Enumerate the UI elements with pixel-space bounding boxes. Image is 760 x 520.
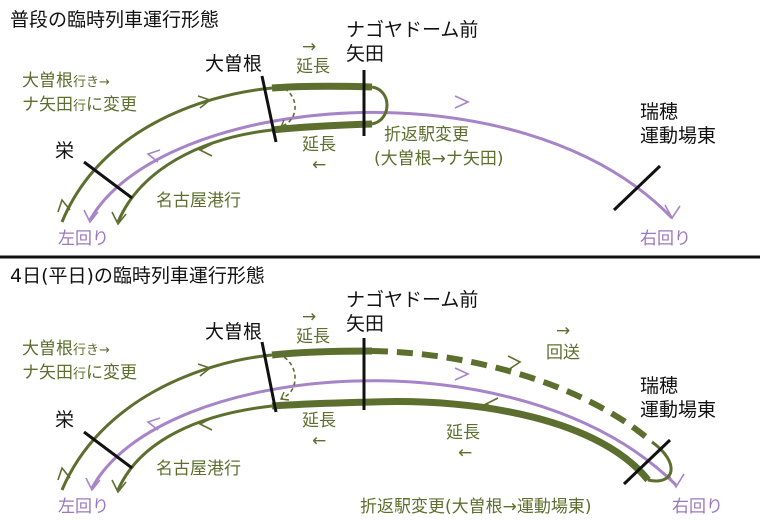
- station-tick-sakae: [83, 160, 133, 200]
- green-arrowhead: [279, 119, 290, 129]
- label-extend-right-arrow: ←: [458, 443, 472, 463]
- label-destination-change-2: ナ矢田行に変更: [22, 95, 137, 115]
- panel-title: 4日(平日)の臨時列車運行形態: [10, 265, 265, 287]
- green-direction-arrow: [57, 198, 71, 213]
- label-nagoyako-bound: 名古屋港行: [156, 459, 241, 479]
- label-turnaround-change: 折返駅変更: [384, 125, 469, 145]
- label-forwarding: 回送: [546, 343, 580, 363]
- purple-loop-line: [88, 111, 674, 221]
- green-extended-inner: [271, 120, 373, 134]
- green-direction-arrow: [198, 417, 213, 431]
- station-tick-mizuho: [622, 438, 672, 486]
- station-nagoya-dome-line2: 矢田: [346, 313, 384, 335]
- station-sakae: 栄: [55, 409, 74, 431]
- green-extended-outer: [271, 82, 373, 92]
- green-arrowhead: [279, 391, 290, 401]
- station-ozone: 大曽根: [205, 321, 262, 343]
- label-extend-bottom: 延長: [302, 135, 336, 155]
- station-sakae: 栄: [55, 140, 74, 162]
- label-right-loop: 右回り: [640, 229, 691, 249]
- label-destination-change-1: 大曽根行き→: [22, 339, 110, 359]
- purple-direction-arrow: [454, 367, 470, 381]
- label-nagoyako-bound: 名古屋港行: [156, 191, 241, 211]
- purple-direction-arrow: [146, 417, 161, 431]
- station-tick-mizuho: [612, 164, 662, 212]
- green-direction-arrow: [197, 95, 212, 109]
- green-direction-arrow: [198, 143, 213, 157]
- purple-arrowhead: [664, 204, 681, 220]
- label-forwarding-arrow: →: [556, 321, 570, 341]
- purple-arrowhead: [83, 209, 99, 224]
- station-nagoya-dome-line2: 矢田: [346, 43, 384, 65]
- station-nagoya-dome-line1: ナゴヤドーム前: [346, 19, 478, 41]
- green-outer-line: [60, 86, 273, 223]
- station-mizuho-line1: 瑞穂: [640, 101, 678, 123]
- green-arrowhead: [111, 211, 127, 226]
- green-forwarding-dashed: [371, 348, 654, 445]
- station-tick-sakae: [83, 430, 133, 470]
- green-outer-line: [60, 353, 273, 491]
- purple-arrowhead: [85, 477, 101, 492]
- green-turn-loop: [371, 85, 389, 126]
- green-direction-arrow: [507, 355, 522, 371]
- green-direction-arrow: [57, 466, 71, 481]
- label-extend-bottom-arrow: ←: [312, 431, 326, 451]
- label-left-loop: 左回り: [58, 497, 109, 517]
- label-destination-change-2: ナ矢田行に変更: [22, 363, 137, 383]
- purple-arrowhead: [667, 473, 685, 489]
- green-old-turnaround: [277, 353, 296, 399]
- label-turnaround-change: 折返駅変更(大曽根→運動場東): [360, 497, 592, 517]
- label-extend-bottom-arrow: ←: [312, 155, 326, 175]
- purple-loop-line: [90, 379, 678, 489]
- station-mizuho-line1: 瑞穂: [640, 375, 678, 397]
- green-direction-arrow: [197, 363, 212, 377]
- purple-direction-arrow: [146, 149, 161, 163]
- label-left-loop: 左回り: [58, 229, 109, 249]
- label-extend-top-arrow: →: [302, 307, 316, 327]
- label-right-loop: 右回り: [672, 497, 723, 517]
- panel-normal: 普段の臨時列車運行形態 栄 大曽根 ナゴヤドーム前 矢田 瑞穂: [10, 9, 716, 249]
- green-inner-line: [116, 404, 273, 491]
- station-mizuho-line2: 運動場東: [640, 125, 716, 147]
- green-inner-line: [116, 128, 273, 223]
- green-arrowhead: [111, 479, 127, 494]
- label-extend-top: 延長: [296, 57, 330, 77]
- panel-weekday-4th: 4日(平日)の臨時列車運行形態 栄 大曽根 ナゴヤドーム前: [10, 265, 723, 517]
- station-ozone: 大曽根: [205, 53, 262, 75]
- station-tick-ozone: [260, 341, 278, 413]
- purple-direction-arrow: [454, 95, 470, 109]
- green-direction-arrow: [484, 397, 499, 411]
- green-extended-inner: [271, 398, 651, 483]
- label-extend-bottom: 延長: [302, 411, 336, 431]
- station-nagoya-dome-line1: ナゴヤドーム前: [346, 289, 478, 311]
- label-extend-top-arrow: →: [302, 37, 316, 57]
- station-mizuho-line2: 運動場東: [640, 399, 716, 421]
- panel-title: 普段の臨時列車運行形態: [10, 9, 219, 31]
- label-extend-right: 延長: [446, 423, 480, 443]
- label-turnaround-detail: (大曽根→ナ矢田): [374, 149, 504, 169]
- label-extend-top: 延長: [296, 327, 330, 347]
- green-extended-outer: [271, 347, 373, 359]
- label-destination-change-1: 大曽根行き→: [22, 71, 110, 91]
- station-tick-ozone: [260, 75, 278, 143]
